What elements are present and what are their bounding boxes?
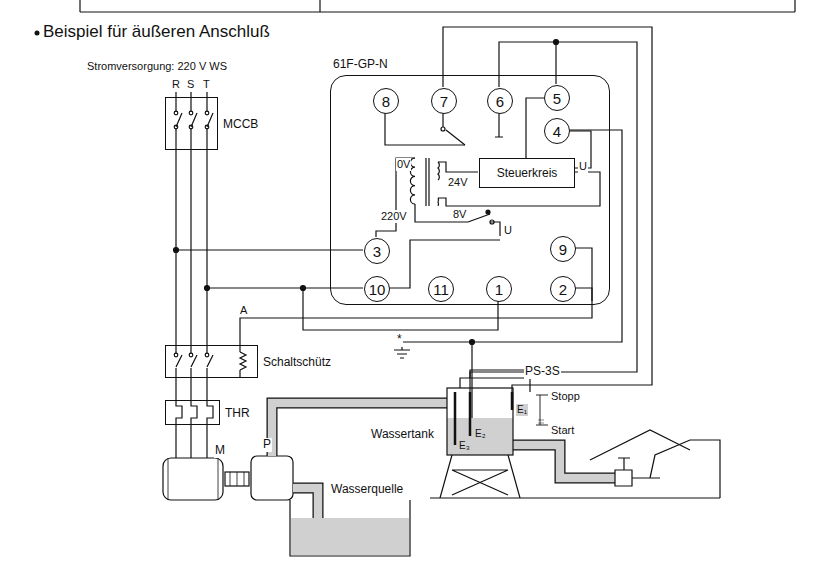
terminal-number: 4 — [553, 123, 561, 140]
thermal-element — [176, 400, 182, 425]
wire-connector — [176, 378, 207, 400]
terminal-number: 7 — [440, 93, 448, 110]
terminal-number: 6 — [496, 93, 504, 110]
table-border — [794, 0, 795, 12]
label-text: U — [578, 160, 588, 173]
device-box: THR — [165, 400, 220, 425]
table-border — [319, 0, 320, 12]
label-text: 8V — [452, 208, 467, 221]
table-border — [79, 0, 80, 12]
contact-point — [205, 353, 209, 357]
wire-connector — [176, 150, 207, 345]
bullet — [35, 31, 40, 36]
breaker-contact — [176, 97, 182, 150]
terminal-number: 8 — [382, 93, 390, 110]
label-text: PS-3S — [524, 365, 561, 379]
label-text: P — [262, 438, 272, 452]
contactor-contact — [207, 345, 213, 378]
label-text: Stopp — [550, 390, 581, 403]
contact-point — [174, 125, 178, 129]
terminal-number: 10 — [369, 281, 386, 298]
breaker-contact — [191, 97, 197, 150]
water-tank — [430, 370, 720, 498]
device-name: 61F-GP-N — [333, 57, 388, 71]
title: Beispiel für äußeren Anschluß — [42, 22, 271, 42]
terminal-number: 1 — [495, 281, 503, 298]
control-box: Steuerkreis — [479, 158, 575, 188]
thermal-element — [207, 400, 213, 425]
table-border — [80, 11, 795, 12]
label-text: U — [503, 224, 513, 237]
label-text: S — [186, 78, 195, 91]
motor-pump — [163, 456, 293, 500]
contactor-contact — [176, 345, 182, 378]
breaker-contact — [207, 97, 213, 150]
device-name: THR — [225, 406, 250, 420]
contactor-coil — [240, 345, 246, 378]
label-text: 0V — [396, 158, 411, 171]
terminal-circle: 4 — [544, 118, 570, 144]
water-source — [290, 500, 410, 556]
contact-point — [174, 353, 178, 357]
wire-connector — [526, 98, 544, 158]
label-text: 24V — [447, 176, 469, 189]
contactor-contact — [191, 345, 197, 378]
terminal-number: 2 — [559, 281, 567, 298]
label-text: R — [171, 78, 181, 91]
label-text: E₃ — [458, 440, 471, 452]
contact-point — [189, 353, 193, 357]
label-text: A — [239, 304, 248, 317]
secondary-winding — [438, 162, 439, 206]
terminal-circle: 8 — [373, 88, 399, 114]
contact-point — [189, 125, 193, 129]
label-text: E₁ — [516, 404, 528, 416]
label-text: Wassertank — [370, 428, 435, 442]
device-name: MCCB — [223, 117, 258, 131]
controller-housing: 61F-GP-N87654Steuerkreis39101112 — [330, 75, 610, 305]
terminal-circle: 2 — [550, 276, 576, 302]
terminal-number: 3 — [373, 243, 381, 260]
terminal-circle: 6 — [487, 88, 513, 114]
contact-symbols — [174, 97, 213, 425]
label-text: Stromversorgung: 220 V WS — [86, 60, 228, 73]
label-text: 220V — [380, 210, 408, 223]
terminal-circle: 1 — [486, 276, 512, 302]
terminal-circle: 11 — [428, 276, 454, 302]
label-text: T — [202, 78, 211, 91]
terminal-circle: 5 — [544, 85, 570, 111]
label-text: * — [396, 333, 403, 347]
wires — [174, 27, 653, 440]
label-text: Wasserquelle — [330, 483, 404, 497]
contact-point — [174, 111, 178, 115]
terminal-circle: 7 — [431, 88, 457, 114]
device-name: Schaltschütz — [263, 355, 331, 369]
terminal-circle: 3 — [364, 238, 390, 264]
contact-point — [205, 111, 209, 115]
thermal-element — [191, 400, 197, 425]
label-text: E₂ — [474, 428, 487, 440]
terminal-circle: 9 — [550, 236, 576, 262]
contact-point — [189, 111, 193, 115]
label-text: Start — [550, 424, 575, 437]
terminal-number: 11 — [433, 281, 449, 298]
transformer-core — [426, 158, 429, 206]
device-name: Steuerkreis — [497, 166, 558, 180]
transformer — [410, 158, 439, 206]
terminal-number: 5 — [553, 90, 561, 107]
terminal-circle: 10 — [364, 276, 390, 302]
device-box: Schaltschütz — [165, 345, 258, 378]
terminal-number: 9 — [559, 241, 567, 258]
device-box: MCCB — [165, 97, 218, 150]
power-lines — [176, 92, 207, 458]
contact-point — [205, 125, 209, 129]
label-text: M — [214, 444, 226, 458]
